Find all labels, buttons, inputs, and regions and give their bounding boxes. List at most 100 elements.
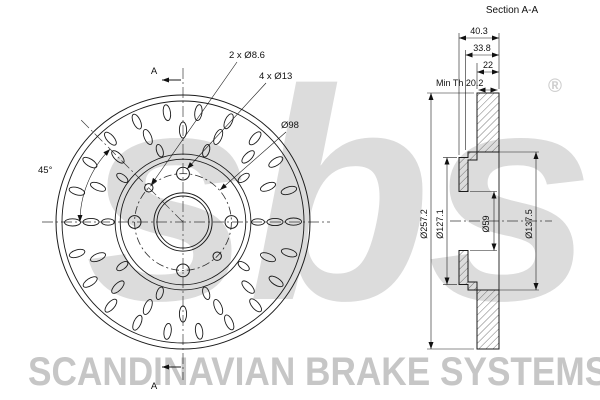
vent-slot	[194, 104, 203, 121]
vent-slot	[104, 131, 117, 146]
leader-line	[186, 82, 267, 170]
vent-slot	[248, 131, 262, 146]
vent-slot	[178, 121, 188, 139]
leader-bolt-holes: 4 x Ø13	[186, 71, 292, 170]
dimensions: 40.3 33.8 22 Min Th 20.2 Ø257.2 Ø127.1 Ø…	[419, 26, 539, 350]
center-bore-dim: Ø59	[481, 215, 491, 232]
leader-line	[219, 131, 287, 191]
vent-slot	[202, 286, 211, 301]
angle-arc	[77, 148, 111, 223]
vent-slot	[131, 113, 142, 130]
vent-slot	[178, 305, 188, 323]
section-view: Section A-A	[419, 5, 552, 350]
section-body	[450, 92, 552, 350]
vent-slot	[260, 181, 276, 192]
vent-slot	[163, 323, 172, 340]
vent-slot	[162, 104, 172, 122]
vent-slot	[241, 280, 255, 294]
bolt-holes	[127, 166, 239, 278]
vent-slot	[111, 280, 125, 294]
vent-slot	[82, 156, 98, 169]
vent-slot	[223, 113, 234, 130]
thickness-dim: 22	[483, 60, 493, 70]
vent-slot	[155, 143, 164, 158]
front-view: 45° 2 x Ø8.6 4 x Ø13 Ø98 A A	[38, 50, 330, 392]
vent-slot	[237, 172, 250, 183]
bolt-circle-label: Ø98	[281, 120, 299, 131]
friction-outer-edge	[61, 100, 305, 344]
vent-slot	[237, 261, 250, 272]
vent-slot	[155, 286, 164, 301]
locating-holes	[144, 183, 222, 261]
section-marker-bottom-label: A	[151, 381, 158, 392]
bolt-holes-label: 4 x Ø13	[259, 71, 292, 82]
small-holes-label: 2 x Ø8.6	[229, 50, 265, 61]
registered-trademark-icon: ®	[548, 76, 562, 97]
vent-slot	[202, 143, 211, 158]
sbs-logo-watermark: sbs	[85, 27, 594, 363]
angle-label: 45°	[38, 165, 53, 176]
vent-slot	[90, 252, 106, 263]
leader-bolt-circle: Ø98	[219, 120, 299, 191]
disc-outer-edge	[55, 94, 311, 350]
hat-depth-dim: 33.8	[473, 43, 491, 53]
angle-annotation: 45°	[38, 148, 111, 223]
center-bore	[153, 192, 213, 252]
section-marker-top-label: A	[151, 66, 158, 77]
vent-slot	[132, 314, 143, 331]
locating-hole	[212, 251, 222, 261]
vent-slot	[68, 186, 86, 196]
vent-slot	[280, 248, 298, 258]
bore-chamfer	[156, 195, 210, 249]
vent-slot	[268, 275, 284, 288]
friction-ring-top-section	[476, 92, 500, 153]
flange-edge-circle	[119, 158, 247, 286]
brand-watermark: SCANDINAVIAN BRAKE SYSTEMS	[28, 350, 600, 394]
vent-slot	[241, 150, 255, 164]
vent-slot	[142, 129, 153, 145]
vent-slot	[82, 276, 98, 288]
bolt-circle-pcd	[134, 173, 232, 271]
section-title: Section A-A	[486, 5, 539, 16]
center-lines	[42, 68, 330, 380]
vent-slot	[213, 129, 224, 145]
outer-diameter-dim: Ø257.2	[419, 209, 429, 239]
vent-slot	[266, 217, 284, 227]
vent-slot	[116, 172, 129, 183]
leader-small-holes: 2 x Ø8.6	[150, 50, 265, 186]
friction-ring-bottom-section	[476, 289, 500, 350]
total-width-dim: 40.3	[470, 26, 488, 36]
vent-slot	[111, 150, 125, 164]
leader-line	[150, 61, 238, 186]
disc-outline-circles	[55, 94, 311, 350]
hat-edge-circle	[114, 153, 252, 291]
vent-slot	[268, 156, 284, 168]
vent-slot	[116, 261, 129, 272]
flange-diameter-dim: Ø127.1	[435, 209, 445, 239]
hat-flange-bottom-section	[458, 250, 478, 291]
min-thickness-dim: Min Th 20.2	[436, 78, 483, 88]
vent-slot	[104, 298, 118, 313]
bolt-hole	[127, 215, 142, 229]
vent-slot	[68, 248, 86, 259]
hat-flange-top-section	[458, 151, 478, 192]
bolt-hole	[176, 263, 190, 278]
vent-slot	[213, 299, 224, 315]
vent-slot	[194, 322, 204, 340]
vent-slot	[260, 252, 276, 263]
vent-slot	[251, 218, 265, 226]
vent-slot	[64, 218, 81, 227]
hat-diameter-dim: Ø137.5	[524, 209, 534, 239]
vent-slot	[285, 217, 302, 226]
vent-slot	[142, 299, 153, 315]
locating-hole	[144, 183, 154, 193]
vent-slot-field	[64, 104, 302, 340]
vent-slot	[249, 298, 262, 313]
vent-slot	[90, 181, 106, 192]
bolt-hole	[176, 166, 190, 181]
vent-slot	[280, 185, 298, 196]
section-cut-markers: A A	[151, 66, 181, 392]
bolt-hole	[224, 215, 239, 229]
